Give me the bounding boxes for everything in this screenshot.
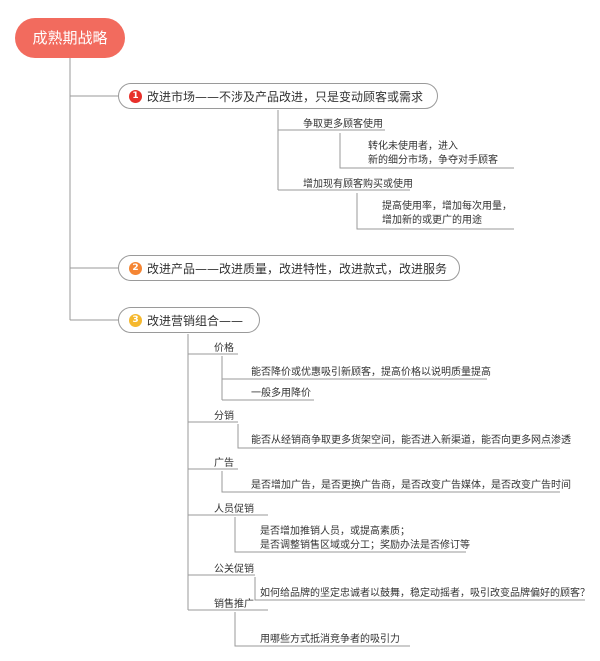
branch-improve-market[interactable]: 1 改进市场——不涉及产品改进，只是变动顾客或需求 [118,83,438,109]
sub-more-customers[interactable]: 争取更多顾客使用 [303,119,383,130]
badge-2: 2 [129,262,142,275]
sub-personal-selling[interactable]: 人员促销 [214,504,254,515]
detail-personal-selling-1: 是否增加推销人员，或提高素质； [260,526,410,537]
branch-marketing-mix-label: 改进营销组合—— [147,314,244,328]
detail-convert-nonusers-line2: 新的细分市场，争夺对手顾客 [368,155,498,166]
detail-usage-rate-line1: 提高使用率，增加每次用量， [382,201,512,212]
detail-personal-selling-2: 是否调整销售区域或分工；奖励办法是否修订等 [260,540,470,551]
sub-sales-promotion[interactable]: 销售推广 [214,599,254,610]
detail-public-relations: 如何给品牌的坚定忠诚者以鼓舞，稳定动摇者，吸引改变品牌偏好的顾客？ [260,588,590,599]
branch-improve-market-label: 改进市场——不涉及产品改进，只是变动顾客或需求 [147,90,424,104]
detail-usage-rate-line2: 增加新的或更广的用途 [382,215,482,226]
sub-distribution[interactable]: 分销 [214,411,234,422]
detail-advertising: 是否增加广告，是否更换广告商，是否改变广告媒体，是否改变广告时间 [251,480,571,491]
branch-improve-product-label: 改进产品——改进质量，改进特性，改进款式，改进服务 [147,262,448,276]
detail-price-1: 能否降价或优惠吸引新顾客，提高价格以说明质量提高 [251,367,491,378]
detail-price-2: 一般多用降价 [251,388,311,399]
sub-price[interactable]: 价格 [214,343,234,354]
badge-1: 1 [129,90,142,103]
detail-sales-promotion: 用哪些方式抵消竞争者的吸引力 [260,634,400,645]
detail-convert-nonusers-line1: 转化未使用者，进入 [368,141,458,152]
branch-improve-product[interactable]: 2 改进产品——改进质量，改进特性，改进款式，改进服务 [118,255,460,281]
badge-3: 3 [129,314,142,327]
sub-public-relations[interactable]: 公关促销 [214,564,254,575]
detail-distribution: 能否从经销商争取更多货架空间，能否进入新渠道，能否向更多网点渗透 [251,435,571,446]
branch-marketing-mix[interactable]: 3 改进营销组合—— [118,307,260,333]
root-topic[interactable]: 成熟期战略 [15,18,125,58]
sub-advertising[interactable]: 广告 [214,458,234,469]
sub-increase-usage[interactable]: 增加现有顾客购买或使用 [303,179,413,190]
